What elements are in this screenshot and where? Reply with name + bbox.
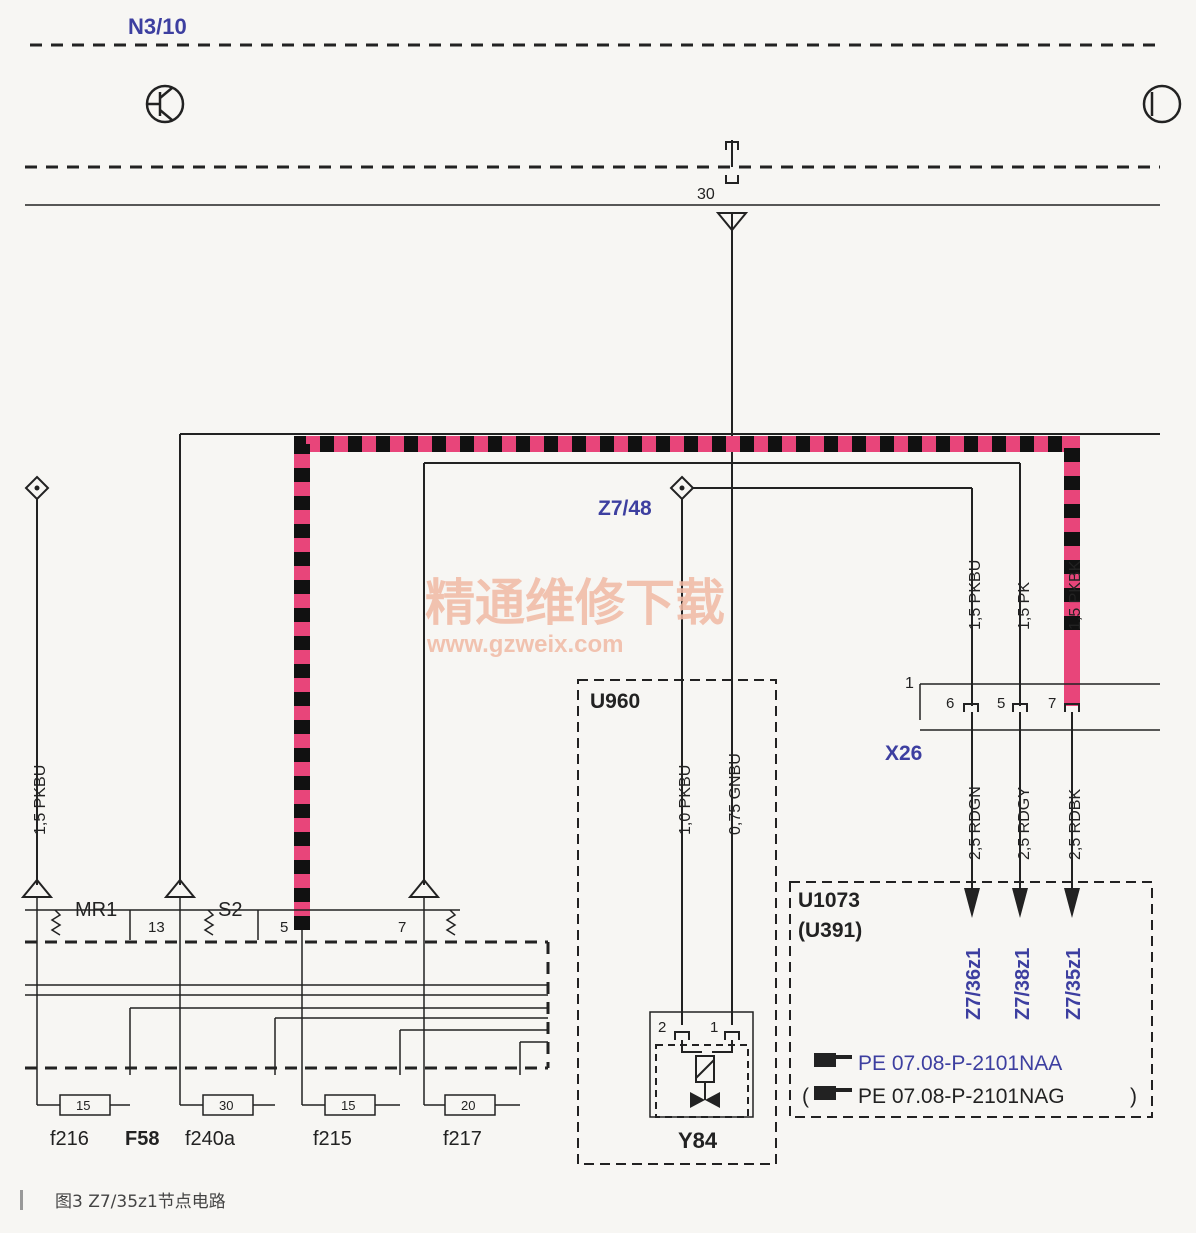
wire-label-top-a: 1,5 PKBU: [967, 560, 984, 630]
highlighted-wire-pkbk: [294, 436, 1080, 930]
fuse-f215-label: f215: [313, 1128, 352, 1150]
watermark-title: 精通维修下载: [425, 575, 725, 631]
u1073-ref1: PE 07.08-P-2101NAA: [858, 1052, 1062, 1075]
x26-connector: [919, 683, 1160, 731]
z748-node-icon: [669, 475, 695, 501]
relay-mr1-label: MR1: [75, 899, 117, 921]
pointing-hand-icon: [814, 1053, 852, 1067]
u1073-ref2: PE 07.08-P-2101NAG: [858, 1085, 1065, 1108]
wire-label-left: 1,5 PKBU: [32, 765, 49, 835]
fusebox-pin-7: 7: [398, 919, 406, 936]
u1073-subtitle: (U391): [798, 919, 862, 942]
fuse-f216-label: f216: [50, 1128, 89, 1150]
u1073-close-paren: ): [1130, 1085, 1137, 1108]
u960-title: U960: [590, 690, 640, 713]
wire-label-top-b: 1,5 PK: [1016, 582, 1033, 630]
wire-label-bot-b: 2,5 RDGY: [1016, 787, 1033, 860]
transistor-icon-right: [1142, 84, 1182, 124]
x26-pin-7: 7: [1048, 695, 1056, 712]
node-z736z1: Z7/36z1: [963, 948, 985, 1020]
wire-label-u960-b: 0,75 GNBU: [727, 753, 744, 835]
u1073-open-paren: (: [802, 1085, 809, 1108]
wire-label-u960-a: 1,0 PKBU: [677, 765, 694, 835]
fuse-f216-rating: 15: [76, 1098, 90, 1113]
x26-pin-6: 6: [946, 695, 954, 712]
u960-box: [577, 679, 777, 1165]
caption-bar: [20, 1190, 23, 1210]
z748-label: Z7/48: [598, 497, 652, 520]
arrow-rdbk-icon: [1064, 888, 1080, 918]
x26-label: X26: [885, 742, 922, 765]
fusebox-pin-5: 5: [280, 919, 288, 936]
y84-pin-2: 2: [658, 1019, 666, 1036]
solenoid-valve-icon: [681, 1040, 733, 1108]
node-z735z1: Z7/35z1: [1063, 948, 1085, 1020]
fuse-f217-label: f217: [443, 1128, 482, 1150]
arrow-rdgy-icon: [1012, 888, 1028, 918]
wire-label-bot-a: 2,5 RDGN: [967, 786, 984, 860]
fuse-f217-rating: 20: [461, 1098, 475, 1113]
wire-label-bot-c: 2,5 RDBK: [1067, 789, 1084, 860]
fuse-f240a-rating: 30: [219, 1098, 233, 1113]
wire-label-top-c: 1,5 PKBK: [1067, 560, 1084, 630]
module-n310-label: N3/10: [128, 14, 187, 39]
pin-30-label: 30: [697, 186, 715, 203]
y84-label: Y84: [678, 1128, 718, 1153]
y84-pin-1: 1: [710, 1019, 718, 1036]
left-node-icon: [24, 475, 50, 501]
u1073-title: U1073: [798, 889, 860, 912]
pointing-hand-icon: [814, 1086, 852, 1100]
fuse-box-f58: [20, 878, 550, 1116]
fuse-f240a-label: f240a: [185, 1128, 236, 1150]
figure-caption: 图3 Z7/35z1节点电路: [55, 1192, 226, 1212]
x26-pin-5: 5: [997, 695, 1005, 712]
fuse-f215-rating: 15: [341, 1098, 355, 1113]
node-z738z1: Z7/38z1: [1012, 948, 1034, 1020]
u1073-box: [789, 881, 1153, 1118]
transistor-icon: [145, 84, 185, 124]
relay-s2-label: S2: [218, 899, 242, 921]
x26-pin1-label: 1: [905, 675, 914, 692]
y84-inner-box: [655, 1044, 749, 1118]
watermark-url: www.gzweix.com: [426, 631, 624, 658]
fusebox-f58-label: F58: [125, 1128, 159, 1150]
arrow-rdgn-icon: [964, 888, 980, 918]
fusebox-pin-13: 13: [148, 919, 165, 936]
